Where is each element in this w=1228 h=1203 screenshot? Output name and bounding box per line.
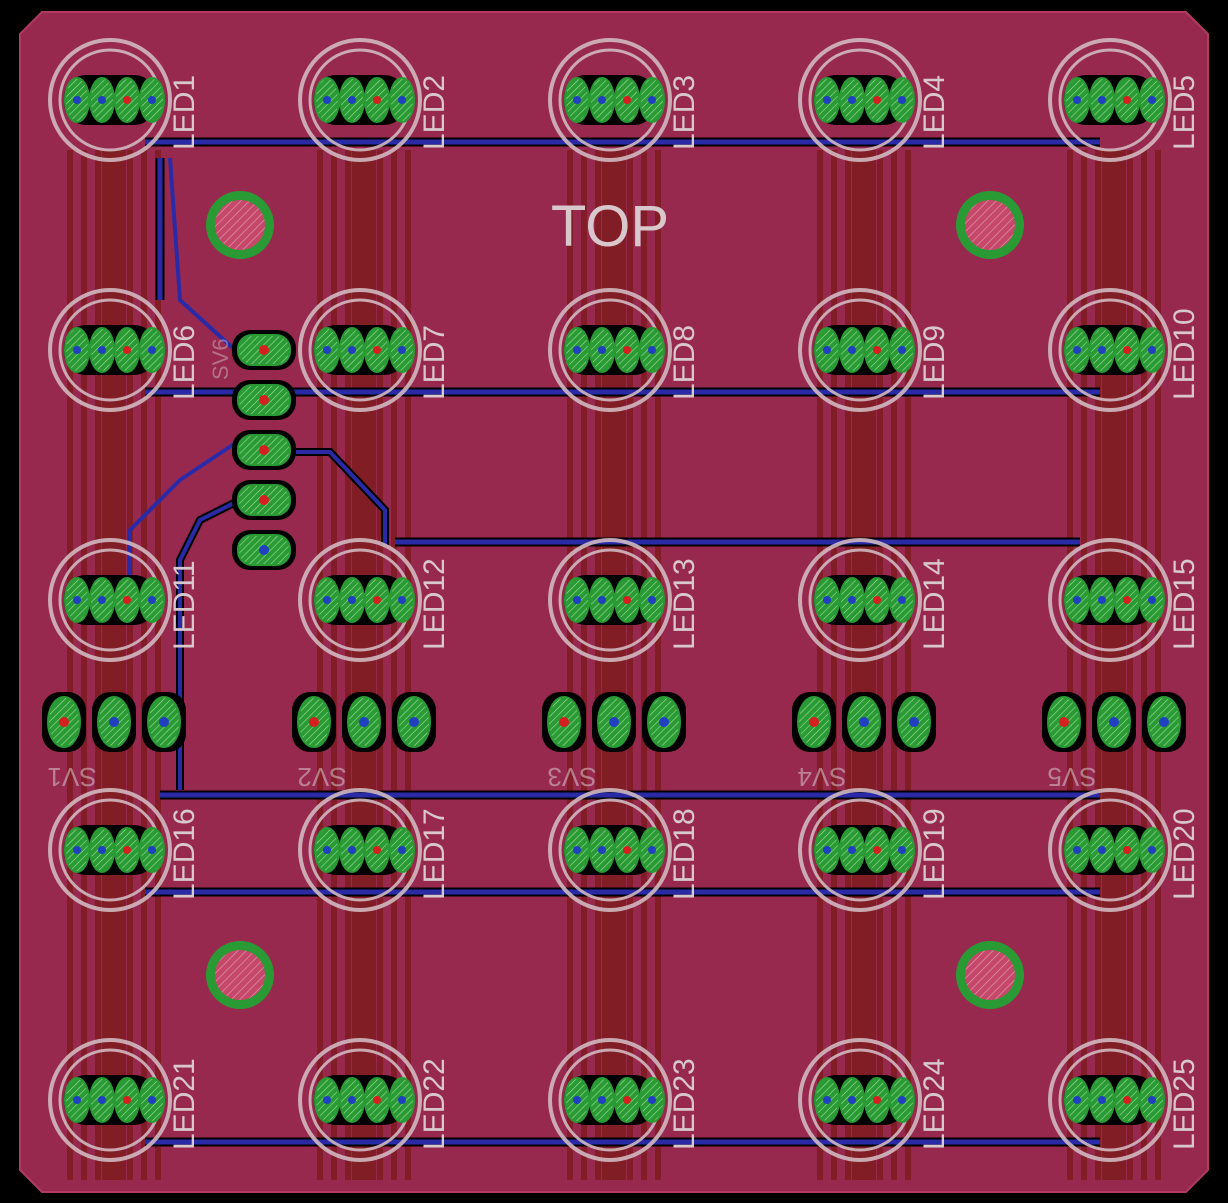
header-3pin: SV1 <box>42 692 186 792</box>
header-label: SV2 <box>297 762 346 792</box>
led-label: LED9 <box>918 325 951 400</box>
led-footprint: LED25 <box>1048 1038 1201 1162</box>
header-3pin: SV3 <box>542 692 686 792</box>
main-header-label: SV6 <box>208 338 233 380</box>
led-footprint: LED11 <box>48 538 201 662</box>
led-label: LED13 <box>668 558 701 650</box>
led-footprint: LED10 <box>1048 288 1201 412</box>
led-label: LED10 <box>1168 308 1201 400</box>
header-3pin: SV5 <box>1042 692 1186 792</box>
led-footprint: LED17 <box>298 788 451 912</box>
led-label: LED5 <box>1168 75 1201 150</box>
led-label: LED21 <box>168 1058 201 1150</box>
led-label: LED3 <box>668 75 701 150</box>
led-label: LED11 <box>168 560 201 650</box>
led-footprint: LED14 <box>798 538 951 662</box>
led-label: LED6 <box>168 325 201 400</box>
led-label: LED20 <box>1168 808 1201 900</box>
led-footprint: LED12 <box>298 538 451 662</box>
led-footprint: LED6 <box>48 288 201 412</box>
led-footprint: LED13 <box>548 538 701 662</box>
led-label: LED23 <box>668 1058 701 1150</box>
mounting-hole <box>206 191 274 259</box>
mounting-hole <box>956 941 1024 1009</box>
led-label: LED12 <box>418 558 451 650</box>
led-label: LED2 <box>418 75 451 150</box>
mounting-hole <box>956 191 1024 259</box>
led-footprint: LED22 <box>298 1038 451 1162</box>
header-label: SV4 <box>797 762 846 792</box>
led-label: LED22 <box>418 1058 451 1150</box>
mounting-hole <box>206 941 274 1009</box>
header-label: SV3 <box>547 762 596 792</box>
led-footprint: LED15 <box>1048 538 1201 662</box>
headers: SV1 SV2 SV3 SV4 SV5 <box>42 692 1186 792</box>
led-label: LED15 <box>1168 558 1201 650</box>
main-header-sv6: SV6 <box>208 330 296 570</box>
led-footprint: LED18 <box>548 788 701 912</box>
header-label: SV1 <box>47 762 96 792</box>
led-footprint: LED21 <box>48 1038 201 1162</box>
led-footprint: LED5 <box>1048 38 1201 162</box>
led-footprint: LED2 <box>298 38 451 162</box>
led-label: LED1 <box>168 75 201 150</box>
led-label: LED19 <box>918 808 951 900</box>
led-label: LED18 <box>668 808 701 900</box>
header-3pin: SV4 <box>792 692 936 792</box>
led-footprint: LED7 <box>298 288 451 412</box>
led-label: LED14 <box>918 558 951 650</box>
led-label: LED7 <box>418 325 451 400</box>
header-label: SV5 <box>1047 762 1096 792</box>
led-footprint: LED19 <box>798 788 951 912</box>
led-footprint: LED24 <box>798 1038 951 1162</box>
led-footprint: LED20 <box>1048 788 1201 912</box>
header-3pin: SV2 <box>292 692 436 792</box>
led-footprint: LED4 <box>798 38 951 162</box>
led-footprint: LED9 <box>798 288 951 412</box>
led-footprint: LED1 <box>48 38 201 162</box>
led-footprint: LED8 <box>548 288 701 412</box>
led-label: LED17 <box>418 808 451 900</box>
led-label: LED24 <box>918 1058 951 1150</box>
led-label: LED16 <box>168 808 201 900</box>
board-title: TOP <box>551 194 669 259</box>
led-label: LED8 <box>668 325 701 400</box>
mounting-holes <box>206 191 1024 1009</box>
led-footprint: LED3 <box>548 38 701 162</box>
led-footprint: LED16 <box>48 788 201 912</box>
led-footprint: LED23 <box>548 1038 701 1162</box>
led-label: LED25 <box>1168 1058 1201 1150</box>
led-label: LED4 <box>918 75 951 150</box>
